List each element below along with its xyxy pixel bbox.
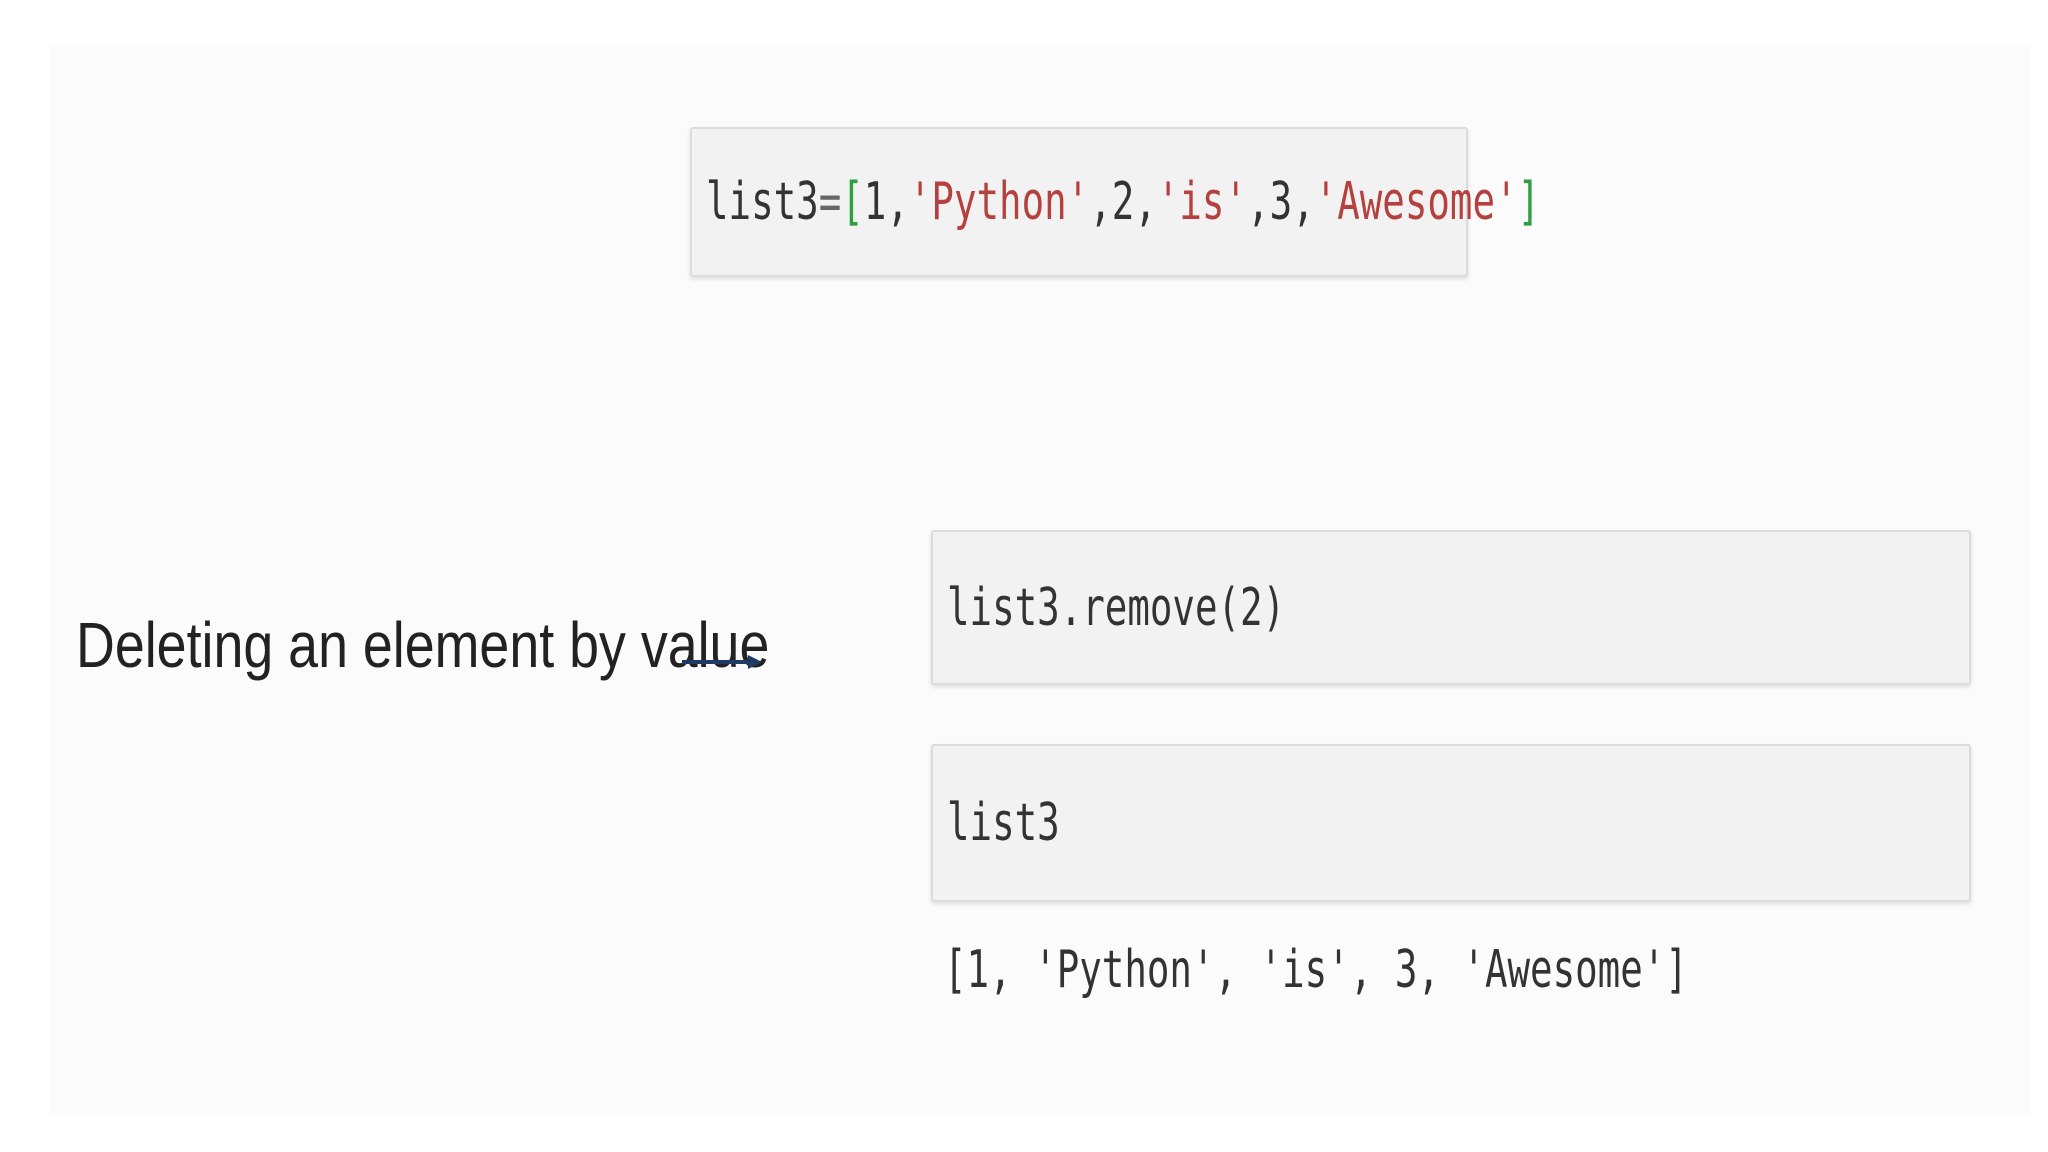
caption-text: Deleting an element by value: [76, 609, 770, 681]
code-line-inspect-list: list3: [947, 793, 1060, 853]
code-string-token: 'Python': [908, 172, 1090, 232]
code-token: ,: [1089, 172, 1112, 232]
code-token: ,: [1134, 172, 1157, 232]
code-cell-remove-call[interactable]: list3.remove(2): [931, 530, 1971, 685]
code-close-bracket: ]: [1517, 172, 1541, 232]
code-string-token: 'Awesome': [1314, 172, 1518, 232]
code-line-remove-call: list3.remove(2): [947, 577, 1286, 638]
code-line-list-definition: list3=[1,'Python',2,'is',3,'Awesome']: [706, 172, 1540, 232]
code-token: ,: [1247, 172, 1270, 232]
right-arrow-icon: [682, 655, 762, 669]
code-token: 2: [1111, 172, 1135, 232]
output-text: [1, 'Python', 'is', 3, 'Awesome']: [944, 940, 1688, 1000]
code-open-bracket: [: [841, 172, 864, 232]
code-assign-operator: =: [818, 172, 842, 232]
code-cell-inspect-list[interactable]: list3: [931, 744, 1971, 902]
code-variable-name: list3: [706, 172, 819, 232]
code-token: 1: [863, 172, 887, 232]
code-cell-list-definition[interactable]: list3=[1,'Python',2,'is',3,'Awesome']: [690, 127, 1540, 277]
code-token: ,: [1292, 172, 1315, 232]
code-token: ,: [886, 172, 909, 232]
cell-output: [1, 'Python', 'is', 3, 'Awesome']: [944, 940, 1977, 1000]
code-token: 3: [1269, 172, 1293, 232]
code-string-token: 'is': [1156, 172, 1248, 232]
